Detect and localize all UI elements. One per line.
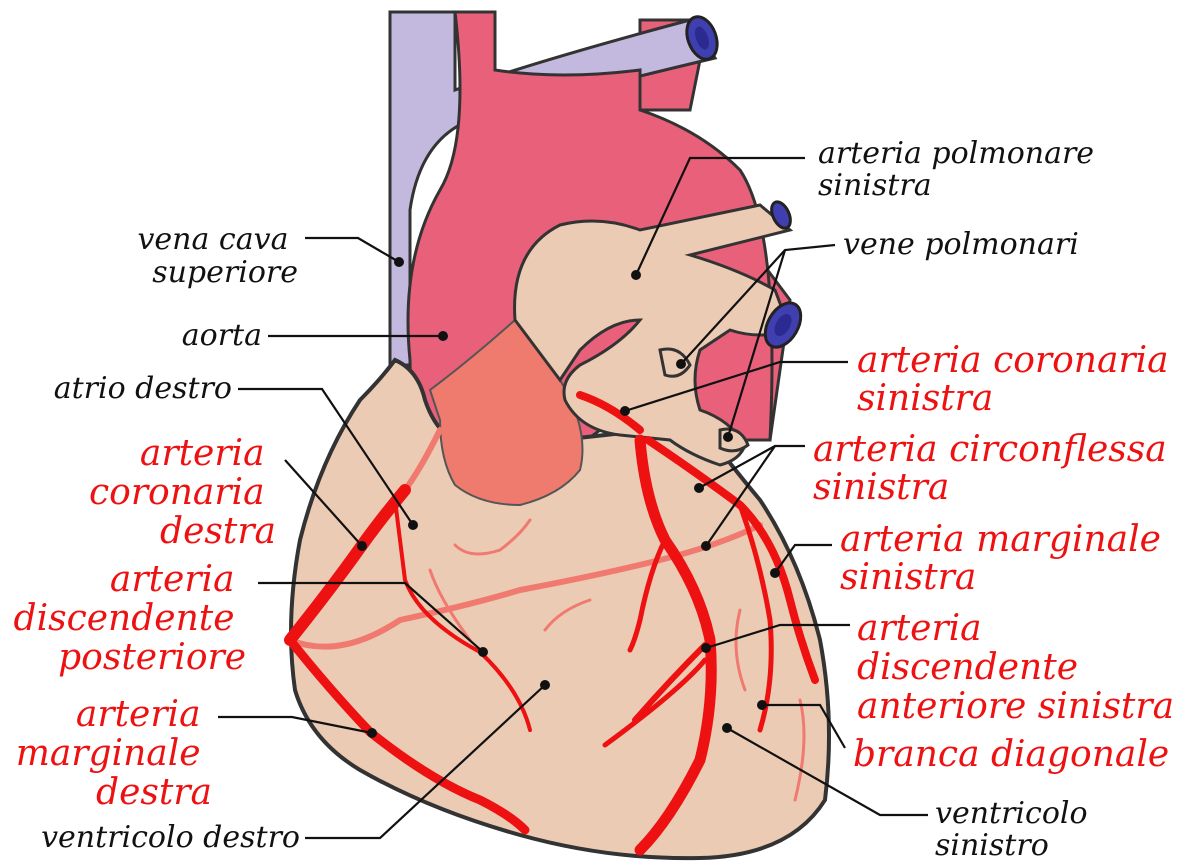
label-arteria-marginale-sinistra: arteria marginale sinistra bbox=[840, 519, 1172, 598]
label-aorta: aorta bbox=[182, 318, 262, 353]
label-vena-cava-superiore: vena cava superiore bbox=[137, 222, 298, 290]
label-arteria-coronaria-destra: arteria coronaria destra bbox=[89, 433, 276, 552]
label-atrio-destro: atrio destro bbox=[54, 371, 232, 406]
label-vene-polmonari: vene polmonari bbox=[843, 227, 1079, 262]
label-arteria-discendente-posteriore: arteria discendente posteriore bbox=[14, 559, 246, 678]
label-arteria-marginale-destra: arteria marginale destra bbox=[16, 694, 212, 813]
label-arteria-polmonare-sinistra: arteria polmonare sinistra bbox=[818, 136, 1104, 203]
label-ventricolo-destro: ventricolo destro bbox=[41, 820, 300, 855]
label-branca-diagonale: branca diagonale bbox=[853, 734, 1169, 775]
label-ventricolo-sinistro: ventricolo sinistro bbox=[935, 796, 1097, 863]
label-arteria-circonflessa-sinistra: arteria circonflessa sinistra bbox=[813, 429, 1178, 508]
label-arteria-coronaria-sinistra: arteria coronaria sinistra bbox=[857, 340, 1180, 419]
label-arteria-discendente-anteriore-sinistra: arteria discendente anteriore sinistra bbox=[857, 608, 1174, 727]
